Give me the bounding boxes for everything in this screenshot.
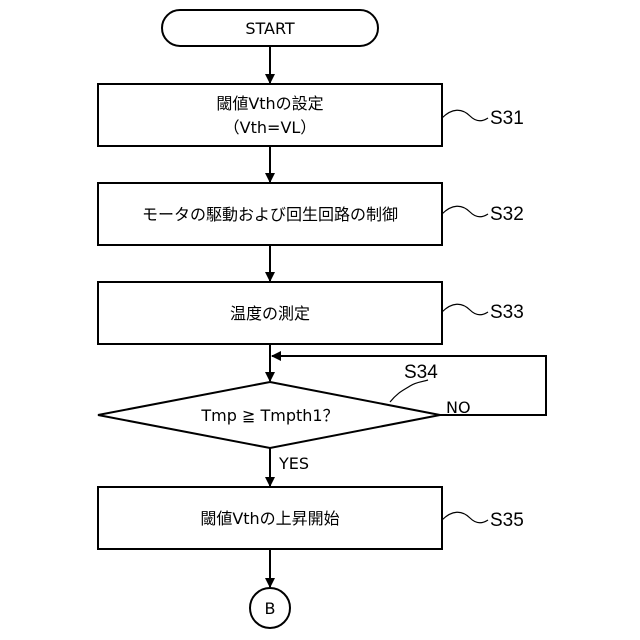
s34-leader-line (390, 380, 428, 402)
s35-step-label: S35 (490, 510, 524, 531)
process-box-s31: 閾値Vthの設定 （Vth=VL） (98, 84, 442, 146)
start-terminal: START (162, 10, 378, 46)
yes-label: YES (278, 454, 309, 473)
s35-leader-line (442, 512, 488, 523)
process-box-s32: モータの駆動および回生回路の制御 (98, 183, 442, 245)
no-label: NO (446, 398, 471, 417)
s32-text: モータの駆動および回生回路の制御 (142, 205, 398, 224)
process-box-s33: 温度の測定 (98, 282, 442, 344)
process-box-s35: 閾値Vthの上昇開始 (98, 487, 442, 549)
s35-text: 閾値Vthの上昇開始 (200, 509, 339, 528)
s33-step-label: S33 (490, 302, 524, 323)
decision-text: Tmp ≧ Tmpth1？ (200, 406, 338, 425)
s31-step-label: S31 (490, 108, 524, 129)
s34-step-label: S34 (404, 362, 438, 383)
s31-text-line1: 閾値Vthの設定 (216, 94, 323, 113)
connector-label: B (265, 599, 276, 618)
start-label: START (245, 19, 295, 38)
decision-diamond-s34: Tmp ≧ Tmpth1？ (98, 382, 440, 448)
s31-text-line2: （Vth=VL） (224, 118, 317, 137)
s33-text: 温度の測定 (230, 304, 310, 323)
s32-leader-line (442, 206, 488, 217)
s32-step-label: S32 (490, 204, 524, 225)
s33-leader-line (442, 304, 488, 315)
connector-b: B (250, 588, 290, 628)
s31-leader-line (442, 110, 488, 121)
